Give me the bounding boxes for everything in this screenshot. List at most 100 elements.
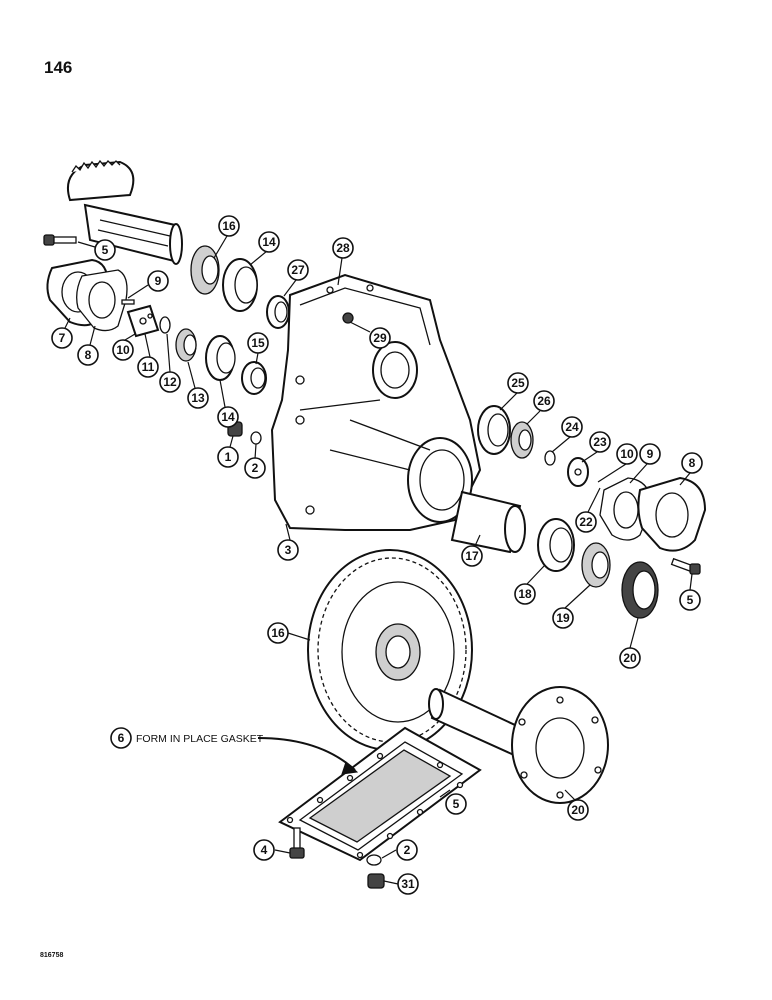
bearing-cone-upper	[190, 245, 220, 295]
callout-label: 16	[271, 626, 285, 640]
spacer-tube	[450, 490, 526, 554]
oil-seal	[621, 561, 659, 619]
callout-balloon: 27	[287, 259, 309, 281]
callout-label: 11	[142, 360, 155, 374]
callout-balloons: 16 14 27 28 29 5 9 7 8 10 11 12 13 14 15…	[51, 215, 703, 895]
callout-label: 17	[465, 549, 479, 563]
callout-balloon: 31	[397, 873, 419, 895]
callout-label: 18	[518, 587, 532, 601]
callout-label: 10	[116, 343, 130, 357]
callout-label: 16	[222, 219, 236, 233]
callout-balloon: 5	[679, 589, 701, 611]
callout-balloon: 9	[147, 270, 169, 292]
callout-label: 29	[373, 331, 387, 345]
callout-label: 9	[647, 447, 654, 461]
gasket-left	[76, 269, 128, 332]
callout-balloon: 18	[514, 583, 536, 605]
note-text: FORM IN PLACE GASKET	[136, 733, 264, 745]
ring-28	[266, 295, 290, 329]
callout-balloon: 12	[159, 371, 181, 393]
callout-balloon: 25	[507, 372, 529, 394]
callout-balloon: 4	[253, 839, 275, 861]
cap-screw-upper	[43, 234, 77, 246]
bearing-cup-left	[205, 335, 236, 381]
callout-label: 15	[251, 336, 265, 350]
callout-balloon: 20	[619, 647, 641, 669]
callout-balloon: 16	[218, 215, 240, 237]
washer-2-upper	[250, 431, 262, 445]
callout-balloon: 10	[112, 339, 134, 361]
callout-label: 8	[689, 456, 696, 470]
washer-2-lower	[366, 854, 382, 866]
callout-balloon: 29	[369, 327, 391, 349]
callout-label: 26	[537, 394, 551, 408]
washer-25	[544, 450, 556, 466]
callout-label: 20	[571, 803, 585, 817]
callout-balloon: 26	[533, 390, 555, 412]
callout-balloon: 13	[187, 387, 209, 409]
callout-label: 22	[579, 515, 593, 529]
callout-balloon: 2	[244, 457, 266, 479]
callout-balloon: 17	[461, 545, 483, 567]
callout-label: 1	[225, 450, 232, 464]
callout-balloon: 20	[567, 799, 589, 821]
callout-balloon: 23	[589, 431, 611, 453]
callout-label: 31	[401, 877, 415, 891]
callout-label: 5	[102, 243, 109, 257]
bearing-cup-right	[477, 405, 511, 455]
cup-16	[241, 361, 267, 395]
shim-pack-left	[121, 299, 171, 338]
callout-label: 2	[252, 461, 259, 475]
note-callout: 6 FORM IN PLACE GASKET	[110, 727, 264, 749]
bearing-cup-upper	[222, 258, 258, 312]
callout-balloon: 10	[616, 443, 638, 465]
callout-balloon: 9	[639, 443, 661, 465]
callout-balloon: 2	[396, 839, 418, 861]
plate-24	[567, 457, 589, 487]
callout-label: 19	[556, 611, 570, 625]
callout-label: 14	[221, 410, 235, 424]
callout-label: 4	[261, 843, 268, 857]
callout-balloon: 5	[94, 239, 116, 261]
drain-plug	[367, 873, 385, 889]
callout-label: 8	[85, 348, 92, 362]
callout-balloon: 15	[247, 332, 269, 354]
callout-balloon: 7	[51, 327, 73, 349]
callout-label: 24	[565, 420, 579, 434]
callout-balloon: 5	[445, 793, 467, 815]
callout-label: 3	[285, 543, 292, 557]
page-number: 146	[44, 58, 73, 77]
callout-label: 5	[687, 593, 694, 607]
callout-balloon: 8	[77, 344, 99, 366]
callout-label: 23	[593, 435, 607, 449]
cap-screw-lower	[670, 557, 701, 575]
callout-balloon: 16	[267, 622, 289, 644]
bearing-cup-lower	[537, 518, 575, 572]
figure-code: 816758	[40, 952, 64, 959]
bearing-cone-right	[510, 421, 534, 459]
callout-balloon: 14	[258, 231, 280, 253]
callout-label: 25	[511, 376, 525, 390]
axle-shaft	[428, 686, 609, 804]
callout-balloon: 11	[137, 356, 159, 378]
callout-balloon: 28	[332, 237, 354, 259]
bearing-cone-lower	[581, 542, 611, 588]
callout-label: 20	[623, 651, 637, 665]
callout-balloon: 3	[277, 539, 299, 561]
callout-label: 28	[336, 241, 350, 255]
bearing-cap-right	[637, 476, 707, 552]
callout-label: 27	[291, 263, 305, 277]
input-gear-shaft	[66, 159, 183, 265]
note-callout-label: 6	[118, 731, 125, 745]
callout-label: 10	[620, 447, 634, 461]
callout-balloon: 22	[575, 511, 597, 533]
callout-balloon: 14	[217, 406, 239, 428]
bearing-cone-left	[175, 328, 197, 362]
callout-label: 12	[163, 375, 177, 389]
final-drive-housing	[270, 273, 482, 531]
callout-balloon: 8	[681, 452, 703, 474]
leader-lines	[64, 235, 693, 885]
callout-label: 13	[191, 391, 205, 405]
